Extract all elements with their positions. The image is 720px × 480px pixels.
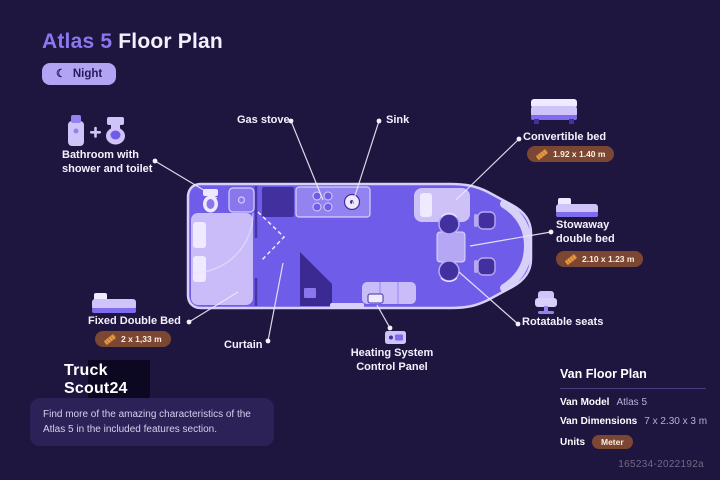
fixed-bed-icon [92,293,136,313]
spec-label: Van Model [560,397,610,408]
logo-line2: Scout24 [64,379,128,397]
night-mode-toggle[interactable]: ☾ Night [42,63,117,85]
callout-curtain: Curtain [224,339,263,351]
ruler-icon [564,253,578,265]
dimension-value: 1.92 x 1.40 m [553,149,606,159]
logo-background [88,360,150,400]
callout-gas-stove: Gas stove [237,114,290,126]
spec-row-van-model: Van Model Atlas 5 [560,397,706,408]
spec-label: Units [560,436,585,448]
ruler-icon [103,333,117,345]
convertible-bed-icon [531,99,577,124]
dimension-badge-fixed-bed: 2 x 1,33 m [95,331,171,347]
callout-bathroom: Bathroom with shower and toilet [62,149,153,175]
callout-sink: Sink [386,114,410,126]
van-floor-plan-panel: Van Floor Plan Van Model Atlas 5 Van Dim… [560,367,708,449]
callout-convertible-bed: Convertible bed [523,131,607,143]
callout-fixed-double-bed: Fixed Double Bed [88,315,181,327]
logo-line1: Truck [64,362,108,379]
stowaway-bed-icon [556,198,598,217]
truckscout24-logo: Truck Scout24 [64,362,128,398]
specs-title: Van Floor Plan [560,367,706,389]
callout-stowaway-bed: Stowaway double bed [556,219,615,245]
control-panel-icon [385,331,406,344]
plus-icon [90,126,101,138]
shower-icon [68,115,84,146]
spec-row-van-dimensions: Van Dimensions 7 x 2.30 x 3 m [560,416,708,427]
page-title-rest: Floor Plan [118,30,223,53]
page-title-accent: Atlas 5 [42,30,113,53]
dimension-badge-convertible-bed: 1.92 x 1.40 m [527,146,615,162]
dimension-value: 2 x 1,33 m [121,334,162,344]
moon-icon: ☾ [56,67,66,80]
units-badge: Meter [592,435,633,449]
callout-rotatable-seats: Rotatable seats [522,316,604,328]
dimension-badge-stowaway-bed: 2.10 x 1.23 m [556,251,644,267]
leader-dots [152,118,554,344]
ruler-icon [535,148,549,160]
callout-heating-panel: Heating System Control Panel [350,347,434,373]
leader-lines [154,120,552,342]
spec-value: 7 x 2.30 x 3 m [644,416,708,427]
seat-icon [535,291,557,314]
spec-row-units: Units Meter [560,435,706,449]
toilet-icon [106,117,125,145]
listing-id-watermark: 165234-2022192a [618,459,704,470]
features-note: Find more of the amazing characteristics… [30,398,274,446]
callout-pictograms [68,99,598,344]
night-mode-label: Night [72,68,103,80]
dimension-value: 2.10 x 1.23 m [582,254,635,264]
van-floorplan-illustration [186,182,533,310]
spec-label: Van Dimensions [560,416,638,427]
spec-value: Atlas 5 [616,397,648,408]
